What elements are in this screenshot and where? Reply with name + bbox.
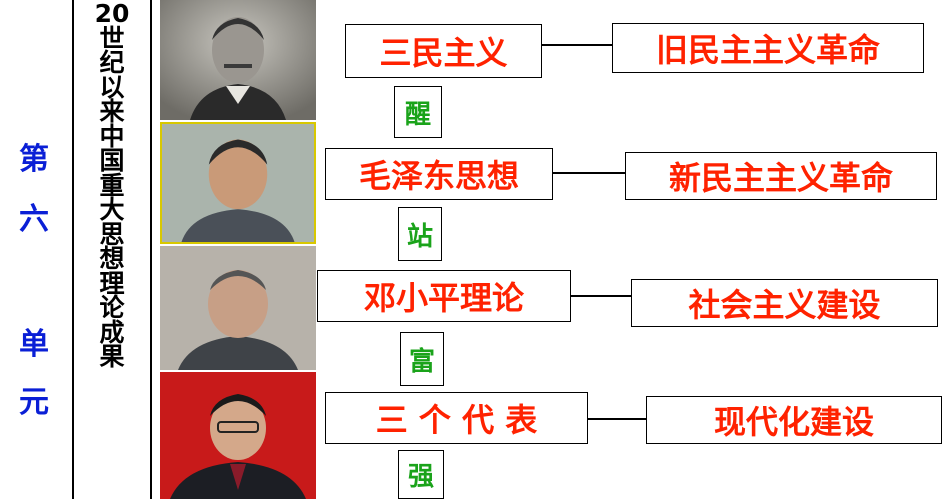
right-divider-line bbox=[150, 0, 152, 499]
unit-char-dan: 单 bbox=[19, 327, 49, 362]
revolution-box-socialist-construction: 社会主义建设 bbox=[631, 279, 938, 327]
theory-box-deng: 邓小平理论 bbox=[317, 270, 571, 322]
title-char: 重 bbox=[99, 170, 125, 200]
unit-char-liu: 六 bbox=[19, 202, 49, 237]
portrait-photo-1 bbox=[160, 0, 316, 120]
title-char: 来 bbox=[99, 97, 125, 126]
title-char: 大 bbox=[99, 195, 125, 224]
connector-line-1 bbox=[542, 44, 612, 46]
portrait-photo-3 bbox=[160, 246, 316, 370]
revolution-box-modernization: 现代化建设 bbox=[646, 396, 942, 444]
left-divider-line bbox=[72, 0, 74, 499]
portrait-photo-2 bbox=[160, 122, 316, 244]
theory-box-sanmin: 三民主义 bbox=[345, 24, 542, 78]
unit-char-di: 第 bbox=[19, 142, 49, 177]
title-char: 20 bbox=[94, 0, 130, 28]
title-char: 纪 bbox=[99, 48, 125, 77]
main-title-vertical: 20 世 纪 以 来 中 国 重 大 思 想 理 论 成 果 bbox=[84, 0, 140, 371]
title-char: 论 bbox=[99, 293, 125, 322]
title-char: 果 bbox=[99, 342, 125, 371]
portrait-photo-4 bbox=[160, 372, 316, 499]
keyword-box-zhan: 站 bbox=[398, 207, 442, 261]
connector-line-4 bbox=[588, 418, 646, 420]
theory-box-three-represents: 三 个 代 表 bbox=[325, 392, 588, 444]
connector-line-3 bbox=[571, 295, 631, 297]
title-char: 国 bbox=[99, 146, 125, 175]
revolution-box-new-democratic: 新民主主义革命 bbox=[625, 152, 937, 200]
unit-char-yuan: 元 bbox=[19, 385, 49, 420]
title-char: 以 bbox=[99, 72, 125, 102]
title-char: 世 bbox=[99, 23, 125, 53]
connector-line-2 bbox=[553, 172, 625, 174]
keyword-box-xing: 醒 bbox=[394, 86, 442, 138]
title-char: 中 bbox=[99, 121, 125, 151]
title-char: 想 bbox=[99, 244, 125, 273]
title-char: 思 bbox=[99, 219, 125, 249]
keyword-box-fu: 富 bbox=[400, 332, 444, 386]
theory-box-mao: 毛泽东思想 bbox=[325, 148, 553, 200]
revolution-box-old-democratic: 旧民主主义革命 bbox=[612, 23, 924, 73]
title-char: 成 bbox=[99, 317, 125, 347]
title-char: 理 bbox=[99, 268, 125, 298]
keyword-box-qiang: 强 bbox=[398, 450, 444, 499]
